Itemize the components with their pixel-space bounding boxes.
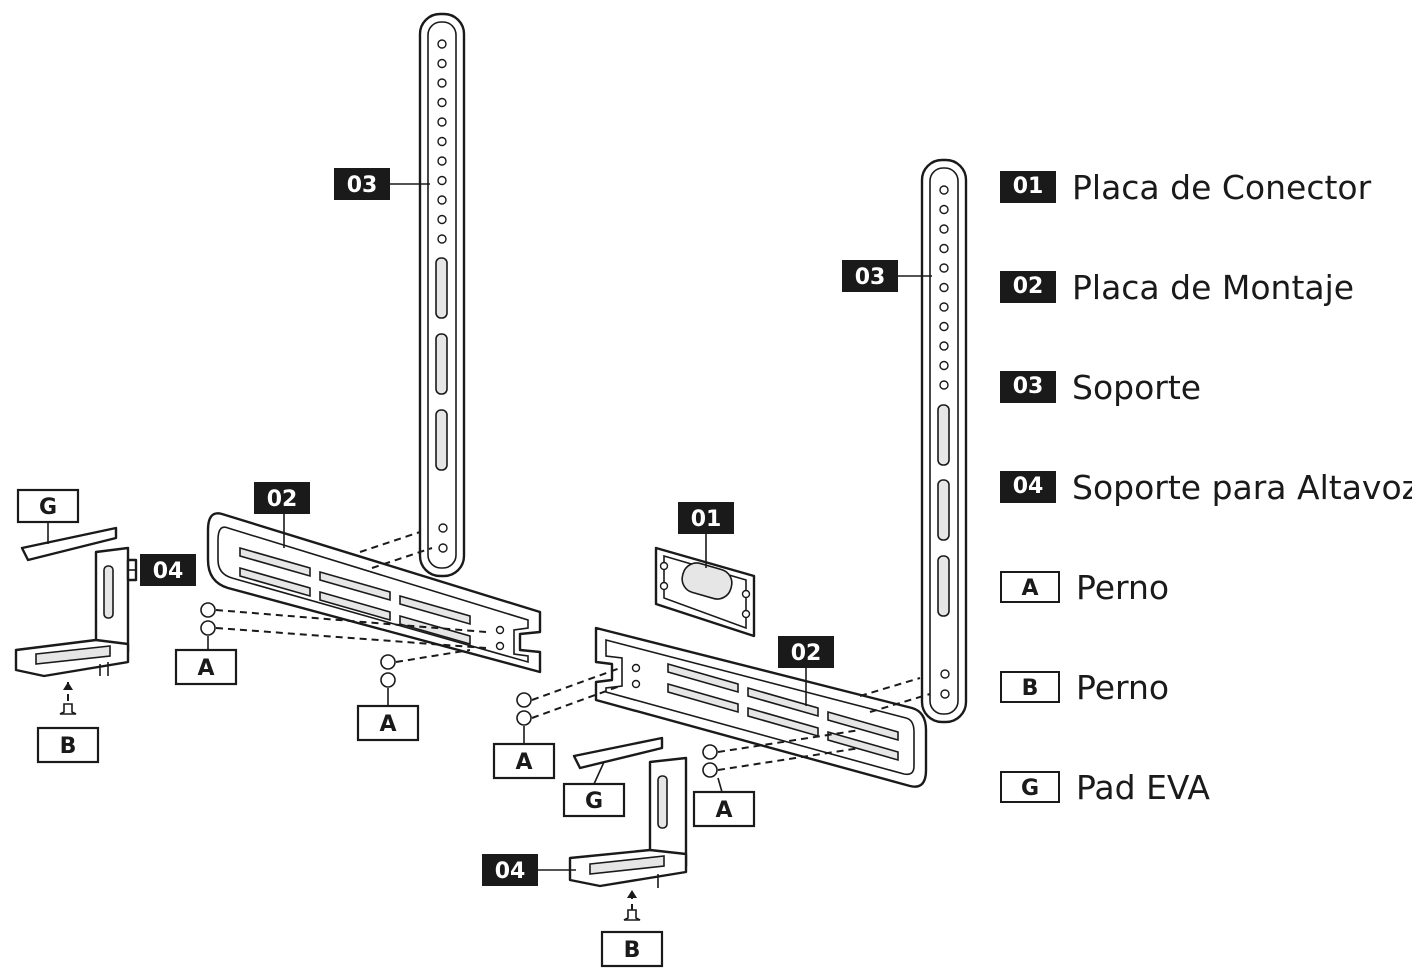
tag-04-right: 04: [482, 854, 538, 886]
adjustment-hole: [437, 175, 447, 186]
adjustment-hole: [939, 380, 949, 390]
legend-label: Pad EVA: [1076, 767, 1210, 807]
adjustment-hole: [437, 136, 447, 147]
legend-row-a: A Perno: [1000, 567, 1170, 607]
legend-label: Soporte para Altavoz: [1072, 467, 1412, 507]
bolts-a-group-4: [702, 744, 723, 793]
adjustment-hole: [939, 224, 949, 234]
legend-label: Perno: [1076, 567, 1170, 607]
legend-label: Placa de Montaje: [1072, 267, 1355, 307]
adjustment-hole: [939, 263, 949, 273]
adjustment-hole: [939, 185, 949, 195]
svg-text:A: A: [379, 712, 396, 737]
svg-text:B: B: [60, 734, 77, 759]
tag-03-left: 03: [334, 168, 390, 200]
legend-label: Placa de Conector: [1072, 167, 1372, 207]
svg-text:A: A: [515, 750, 532, 775]
svg-text:B: B: [624, 938, 641, 963]
svg-text:A: A: [715, 798, 732, 823]
legend-code: B: [1000, 671, 1060, 703]
legend-code: G: [1000, 771, 1060, 803]
adjustment-hole: [437, 97, 447, 108]
bolts-a-group-3: [516, 692, 532, 744]
legend-row-03: 03 Soporte: [1000, 367, 1202, 407]
tag-g-left: G: [16, 488, 80, 524]
bolts-a-group-1: [200, 602, 216, 650]
adjustment-hole: [437, 39, 447, 49]
bracket-03-right: [920, 158, 968, 724]
legend-row-01: 01 Placa de Conector: [1000, 167, 1372, 207]
adjustment-hole: [437, 78, 447, 88]
legend-code: 02: [1000, 271, 1056, 303]
legend-code: 04: [1000, 471, 1056, 503]
speaker-bracket-04-right: [568, 736, 688, 888]
tag-b-left: B: [36, 726, 100, 764]
tag-b-right: B: [600, 930, 664, 968]
speaker-bracket-04-left: [14, 526, 138, 678]
legend-code: A: [1000, 571, 1060, 603]
adjustment-hole: [437, 195, 447, 205]
adjustment-hole: [437, 58, 447, 69]
legend-code: 03: [1000, 371, 1056, 403]
svg-text:01: 01: [691, 507, 722, 532]
tag-a-3: A: [492, 742, 556, 780]
mounting-plate-02-left: [206, 512, 542, 674]
bolt-b-left: [59, 682, 77, 715]
tag-03-right: 03: [842, 260, 898, 292]
mounting-plate-02-right: [594, 626, 928, 788]
tag-01: 01: [678, 502, 734, 534]
tag-g-right: G: [562, 782, 626, 818]
svg-text:04: 04: [153, 559, 184, 584]
connector-plate-01: [654, 546, 756, 638]
adjustment-hole: [939, 302, 949, 312]
legend-label: Perno: [1076, 667, 1170, 707]
adjustment-hole: [437, 117, 447, 127]
legend-row-b: B Perno: [1000, 667, 1170, 707]
svg-text:04: 04: [495, 859, 526, 884]
tag-04-left: 04: [140, 554, 196, 586]
svg-text:G: G: [585, 789, 603, 814]
adjustment-hole: [437, 156, 447, 166]
legend-row-g: G Pad EVA: [1000, 767, 1210, 807]
tag-a-2: A: [356, 704, 420, 742]
svg-text:G: G: [39, 495, 57, 520]
svg-text:02: 02: [267, 487, 298, 512]
adjustment-hole: [939, 243, 949, 254]
adjustment-hole: [437, 214, 447, 225]
bolt-b-right: [623, 890, 641, 921]
svg-text:03: 03: [855, 265, 886, 290]
legend-label: Soporte: [1072, 367, 1202, 407]
adjustment-hole: [939, 360, 949, 371]
bolts-a-group-2: [380, 654, 396, 706]
legend-code: 01: [1000, 171, 1056, 203]
legend-row-04: 04 Soporte para Altavoz: [1000, 467, 1412, 507]
adjustment-hole: [939, 204, 949, 215]
legend-row-02: 02 Placa de Montaje: [1000, 267, 1355, 307]
tag-02-left: 02: [254, 482, 310, 514]
svg-text:02: 02: [791, 641, 822, 666]
bracket-03-left: [418, 12, 466, 578]
adjustment-hole: [939, 282, 949, 293]
tag-a-4: A: [692, 790, 756, 828]
svg-text:A: A: [197, 656, 214, 681]
tag-02-right: 02: [778, 636, 834, 668]
leader-lines: [47, 183, 932, 871]
adjustment-hole: [437, 234, 447, 244]
adjustment-hole: [939, 341, 949, 351]
svg-text:03: 03: [347, 173, 378, 198]
assembly-dashed-lines: [215, 531, 931, 771]
tag-a-1: A: [174, 648, 238, 686]
adjustment-hole: [939, 321, 949, 332]
